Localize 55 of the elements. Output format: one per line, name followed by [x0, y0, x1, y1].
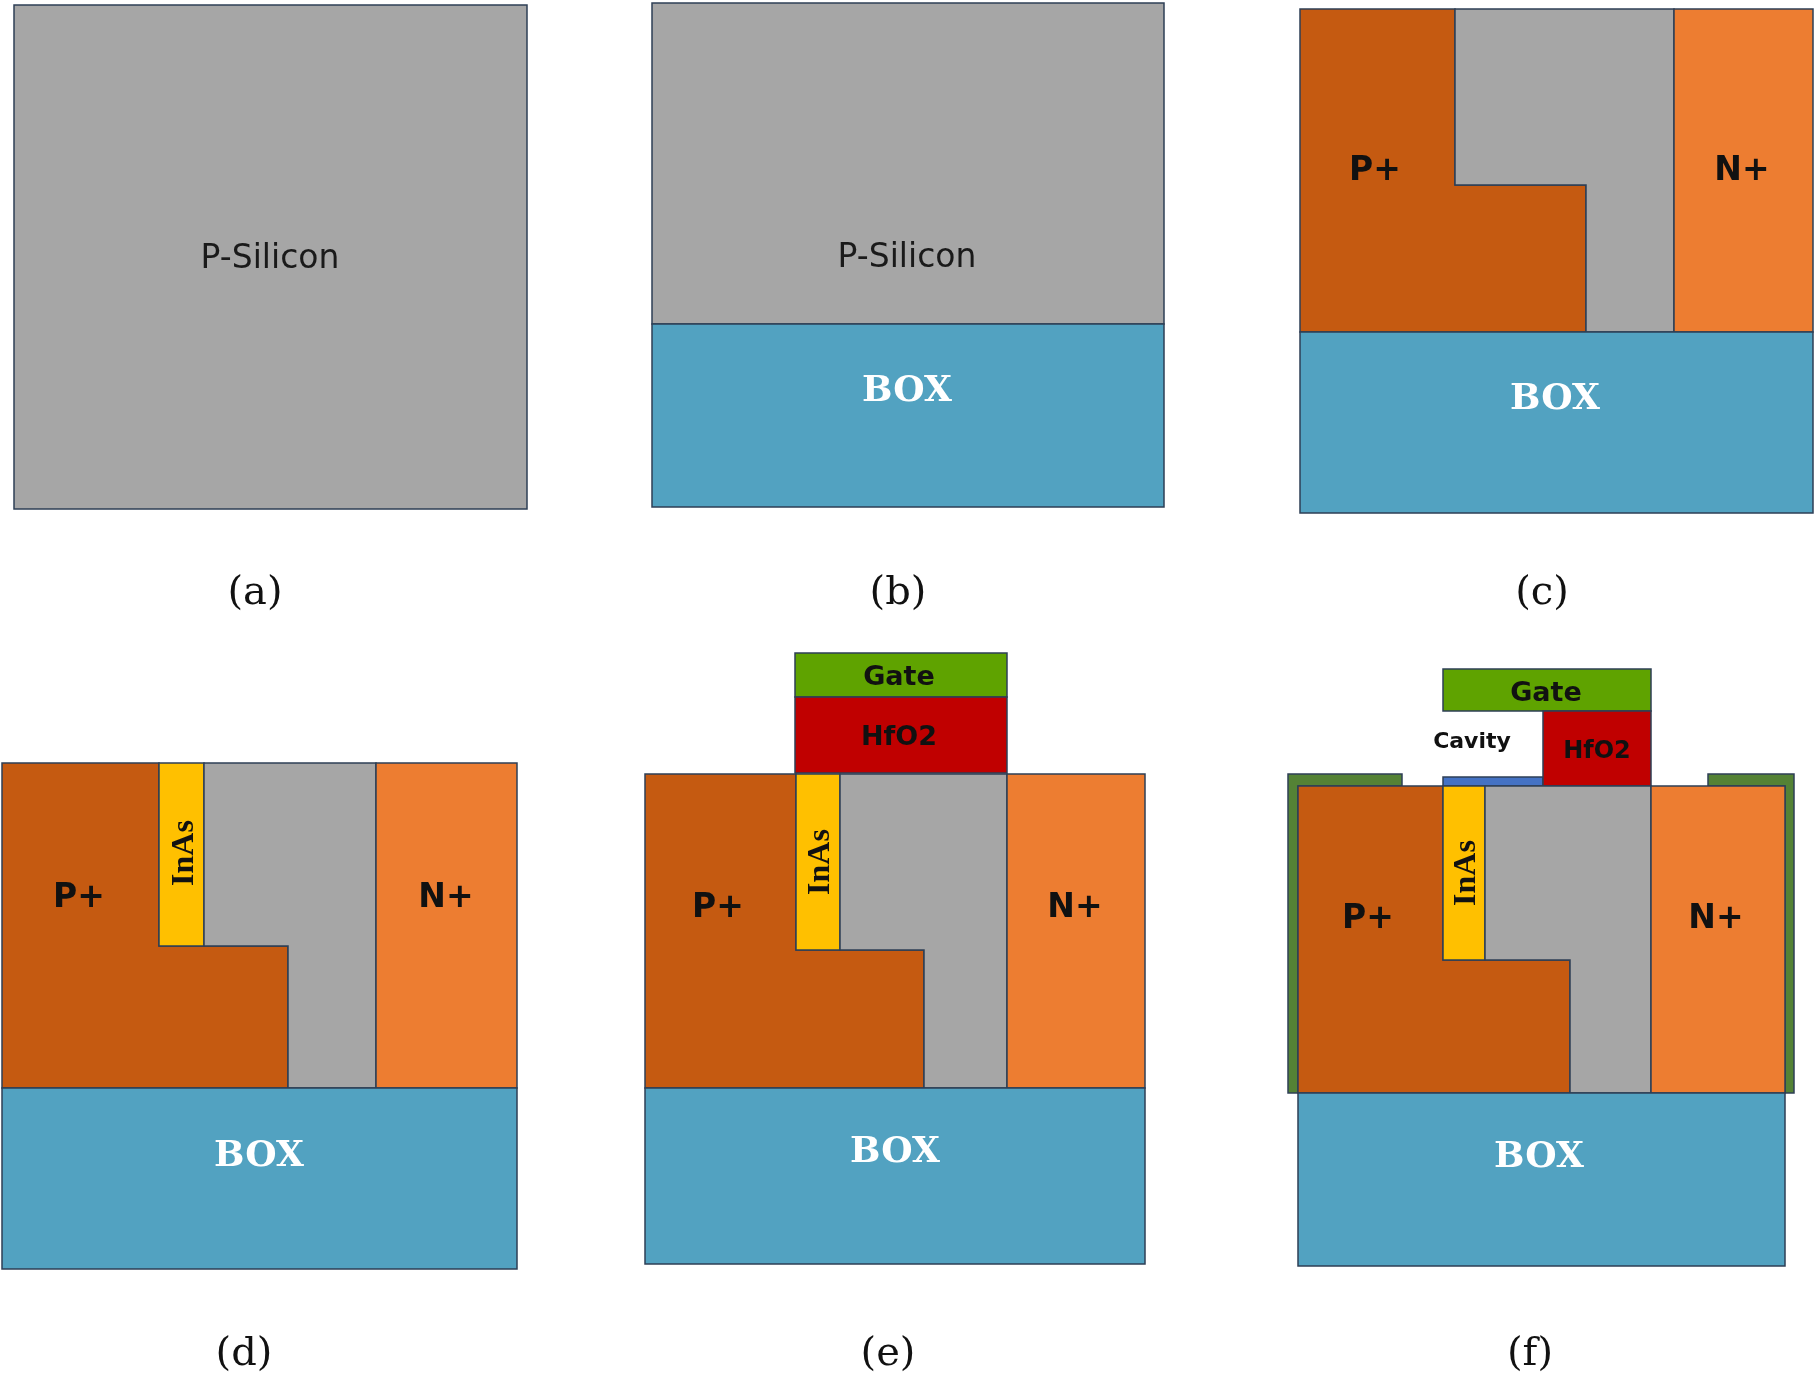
n-plus-drain-region: [1674, 9, 1813, 332]
region-label: N+: [1047, 888, 1103, 922]
n-plus-drain-region: [1651, 786, 1785, 1093]
region-label: P-Silicon: [837, 238, 977, 272]
gate-electrode: [1443, 669, 1651, 711]
inas-layer: [796, 774, 840, 950]
p-plus-source-region: [1300, 9, 1586, 332]
silicon-channel-region: [1485, 786, 1651, 1093]
buried-oxide-layer: [1300, 332, 1813, 513]
gate-electrode: [795, 653, 1007, 697]
p-silicon-region: [14, 5, 527, 509]
region-label: BOX: [1494, 1136, 1584, 1172]
region-label: BOX: [850, 1131, 940, 1167]
panel-label: (e): [860, 1331, 916, 1371]
p-plus-source-region: [1298, 786, 1570, 1093]
p-silicon-region: [652, 3, 1164, 324]
region-label: N+: [418, 878, 474, 912]
panel-label: (f): [1507, 1331, 1553, 1371]
inas-layer: [1443, 786, 1485, 960]
region-label: N+: [1714, 151, 1770, 185]
n-plus-drain-region: [376, 763, 517, 1088]
buried-oxide-layer: [652, 324, 1164, 507]
p-plus-source-region: [2, 763, 288, 1088]
n-plus-drain-region: [1007, 774, 1145, 1088]
gate-oxide-layer: [795, 697, 1007, 773]
region-label: BOX: [214, 1135, 304, 1171]
p-plus-source-region: [645, 774, 924, 1088]
region-label: InAs: [1448, 840, 1480, 906]
buried-oxide-layer: [1298, 1093, 1785, 1266]
silicon-channel-region: [1455, 9, 1674, 332]
gate-oxide-layer: [1543, 711, 1651, 786]
region-label: Gate: [1510, 677, 1582, 705]
panel-label: (c): [1515, 570, 1569, 610]
region-label: P+: [1349, 151, 1401, 185]
panel-label: (d): [215, 1331, 273, 1371]
region-label: P-Silicon: [200, 239, 340, 273]
region-label: Gate: [863, 661, 935, 689]
region-label: InAs: [802, 829, 834, 895]
region-label: BOX: [862, 370, 952, 406]
region-label: HfO2: [1563, 738, 1631, 762]
inas-layer: [159, 763, 204, 946]
cavity-label: Cavity: [1433, 730, 1511, 752]
region-label: InAs: [166, 820, 198, 886]
panel-label: (a): [227, 570, 283, 610]
buried-oxide-layer: [2, 1088, 517, 1269]
region-label: BOX: [1510, 378, 1600, 414]
region-label: P+: [53, 878, 105, 912]
buried-oxide-layer: [645, 1088, 1145, 1264]
panel-label: (b): [869, 570, 927, 610]
region-label: P+: [1342, 899, 1394, 933]
region-label: P+: [692, 888, 744, 922]
region-label: N+: [1688, 899, 1744, 933]
region-label: HfO2: [860, 721, 938, 749]
silicon-channel-region: [204, 763, 376, 1088]
silicon-channel-region: [840, 774, 1007, 1088]
